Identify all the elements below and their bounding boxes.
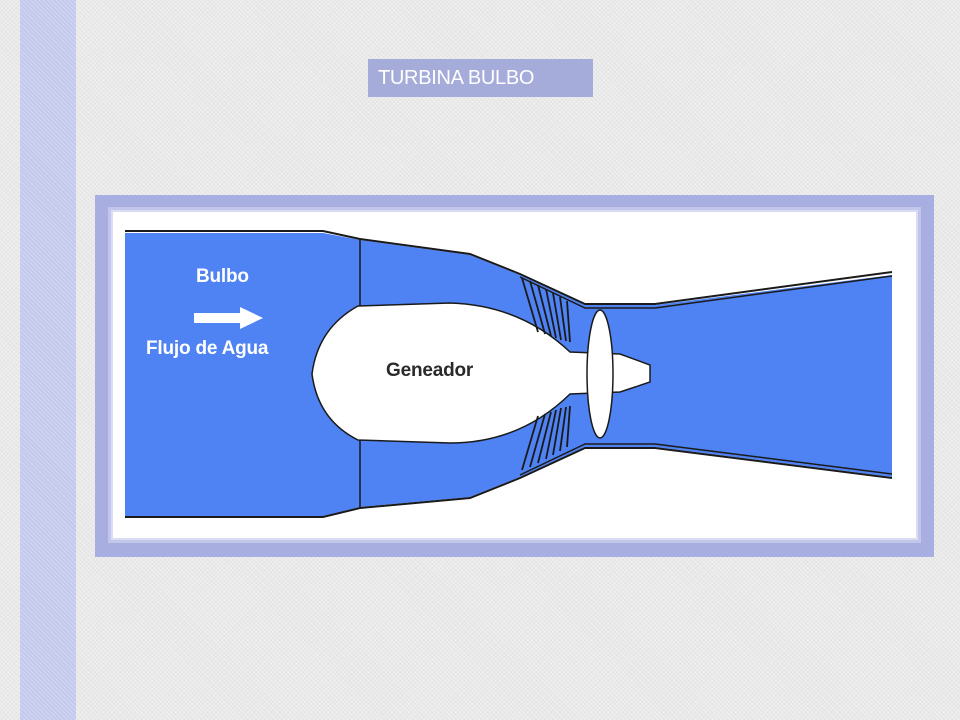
draft-tube-section — [600, 280, 892, 472]
label-flujo-de-agua: Flujo de Agua — [146, 338, 269, 359]
bottom-wall — [125, 447, 893, 518]
title-box: TURBINA BULBO — [368, 59, 593, 97]
bottom-wall-inner — [519, 443, 893, 476]
top-wall-inner — [519, 275, 893, 309]
runner-blades-icon — [521, 277, 571, 471]
generator-bulb — [311, 302, 651, 444]
runner-disc — [586, 309, 614, 439]
slide-title: TURBINA BULBO — [378, 66, 535, 89]
label-generador: Geneador — [386, 360, 474, 381]
top-wall — [125, 230, 893, 305]
side-stripe — [20, 0, 76, 720]
arrow-right-icon — [194, 307, 263, 329]
label-bulbo: Bulbo — [196, 266, 249, 287]
